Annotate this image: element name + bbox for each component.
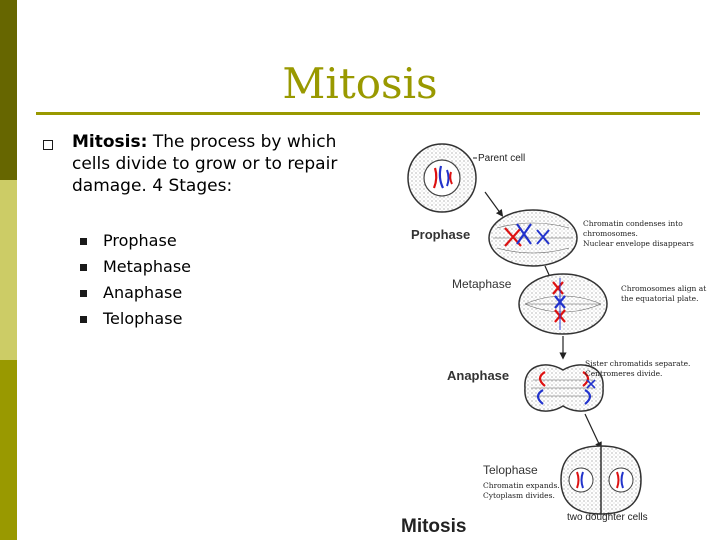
figure-caption: Mitosis: [401, 516, 466, 537]
stage-label: Anaphase: [103, 283, 183, 302]
telophase-note: Cytoplasm divides.: [483, 491, 555, 500]
sub-bullet-icon: [80, 316, 87, 323]
bullet-square-icon: [43, 140, 53, 150]
telophase-note: Chromatin expands.: [483, 481, 560, 490]
bullet-term: Mitosis:: [72, 132, 148, 152]
slide-title: Mitosis: [282, 59, 438, 108]
telophase-label: Telophase: [483, 463, 538, 477]
bullet-definition: The process by which cells divide to gro…: [72, 132, 338, 196]
parent-cell: [407, 143, 477, 213]
sub-bullet-icon: [80, 264, 87, 271]
stage-label: Metaphase: [103, 257, 192, 276]
left-accent-bar: [0, 0, 17, 540]
metaphase-label: Metaphase: [452, 277, 512, 291]
sub-bullet-icon: [80, 238, 87, 245]
main-bullet-text: Mitosis: The process by which cells divi…: [72, 131, 357, 197]
bar-segment-dark: [0, 0, 17, 180]
arrow-to-prophase: [484, 191, 504, 217]
bar-segment-mid: [0, 360, 17, 540]
anaphase-label: Anaphase: [447, 368, 509, 383]
stage-label: Telophase: [103, 309, 183, 328]
stage-label: Prophase: [103, 231, 177, 250]
prophase-note: Chromatin condenses into: [583, 219, 683, 228]
prophase-label: Prophase: [411, 227, 470, 242]
arrow-to-telophase: [584, 413, 602, 450]
bar-segment-light: [0, 180, 17, 360]
metaphase-cell: [518, 273, 608, 335]
daughter-cells-label: two doughter cells: [567, 512, 648, 523]
mitosis-diagram: Parent cell Prophase Chromatin condenses…: [401, 143, 706, 537]
prophase-note: chromosomes.: [583, 229, 638, 238]
parent-cell-label: Parent cell: [478, 153, 525, 164]
prophase-note: Nuclear envelope disappears: [583, 239, 694, 248]
prophase-cell: [488, 209, 578, 267]
anaphase-cell: [524, 364, 604, 412]
anaphase-note: Sister chromatids separate.: [585, 359, 690, 368]
sub-bullet-icon: [80, 290, 87, 297]
metaphase-note: the equatorial plate.: [621, 294, 698, 303]
telophase-cell: [560, 445, 642, 515]
anaphase-note: Centromeres divide.: [585, 369, 662, 378]
title-underline: [36, 112, 700, 115]
metaphase-note: Chromosomes align at: [621, 284, 706, 293]
